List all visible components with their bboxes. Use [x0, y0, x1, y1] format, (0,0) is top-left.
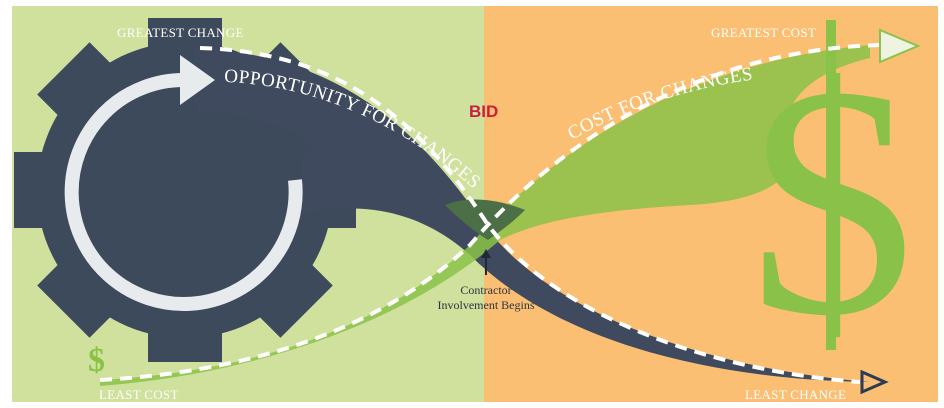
up-arrow-icon	[481, 249, 491, 275]
change-dashed-path	[199, 46, 861, 384]
greatest-cost-label: GREATEST COST	[711, 25, 817, 40]
bid-label: BID	[469, 102, 499, 121]
greatest-change-label: GREATEST CHANGE	[117, 25, 244, 40]
circular-arrow-icon	[64, 55, 303, 311]
cost-ribbon	[100, 45, 870, 386]
contractor-note: Contractor Involvement Begins	[406, 283, 566, 313]
contractor-note-line2: Involvement Begins	[437, 298, 535, 312]
cost-dashed-path	[99, 43, 881, 382]
small-dollar-icon: $	[88, 342, 106, 379]
least-change-label: LEAST CHANGE	[745, 387, 847, 402]
least-change-arrow-icon	[860, 369, 889, 395]
opportunity-ribbon	[195, 48, 870, 382]
greatest-cost-arrow-icon	[879, 28, 921, 64]
least-cost-label: LEAST COST	[99, 387, 179, 402]
contractor-note-line1: Contractor	[460, 283, 512, 297]
